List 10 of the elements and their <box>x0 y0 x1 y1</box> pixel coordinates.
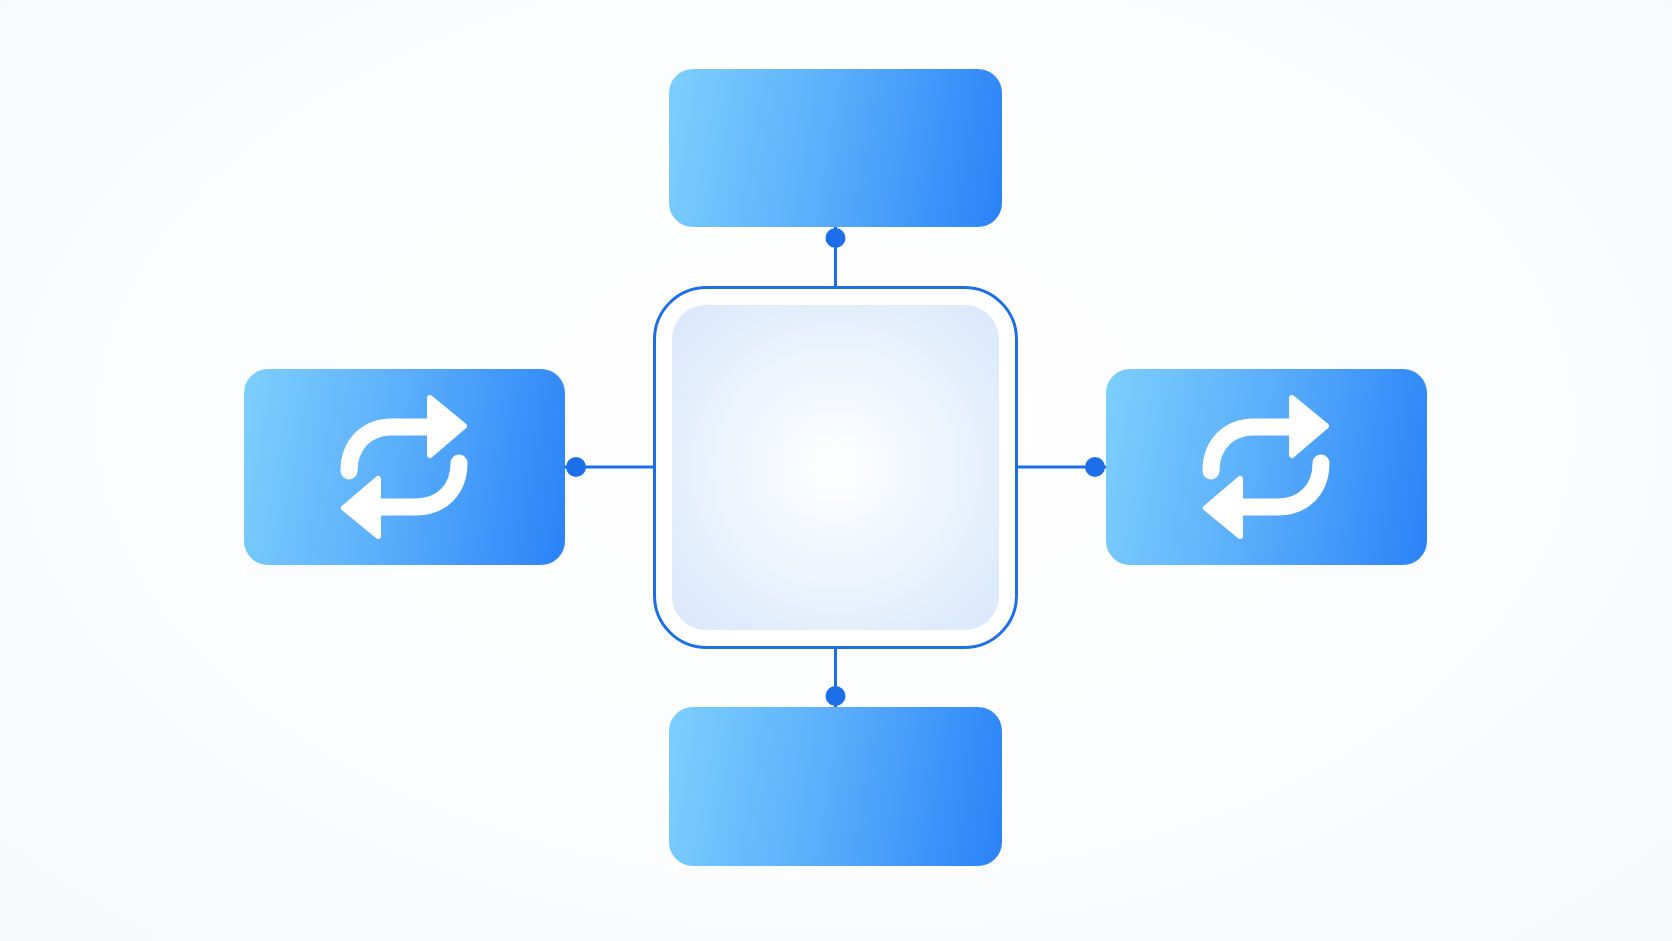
connector-line <box>1018 457 1106 477</box>
swap-box <box>244 369 565 565</box>
connector-line <box>825 649 846 707</box>
blank-box <box>669 707 1002 866</box>
swap-box <box>1106 369 1427 565</box>
connector-line <box>565 457 653 477</box>
connector-line <box>825 227 846 286</box>
blank-box <box>669 69 1002 227</box>
hub-frame <box>653 286 1018 649</box>
inner-panel <box>672 305 999 630</box>
